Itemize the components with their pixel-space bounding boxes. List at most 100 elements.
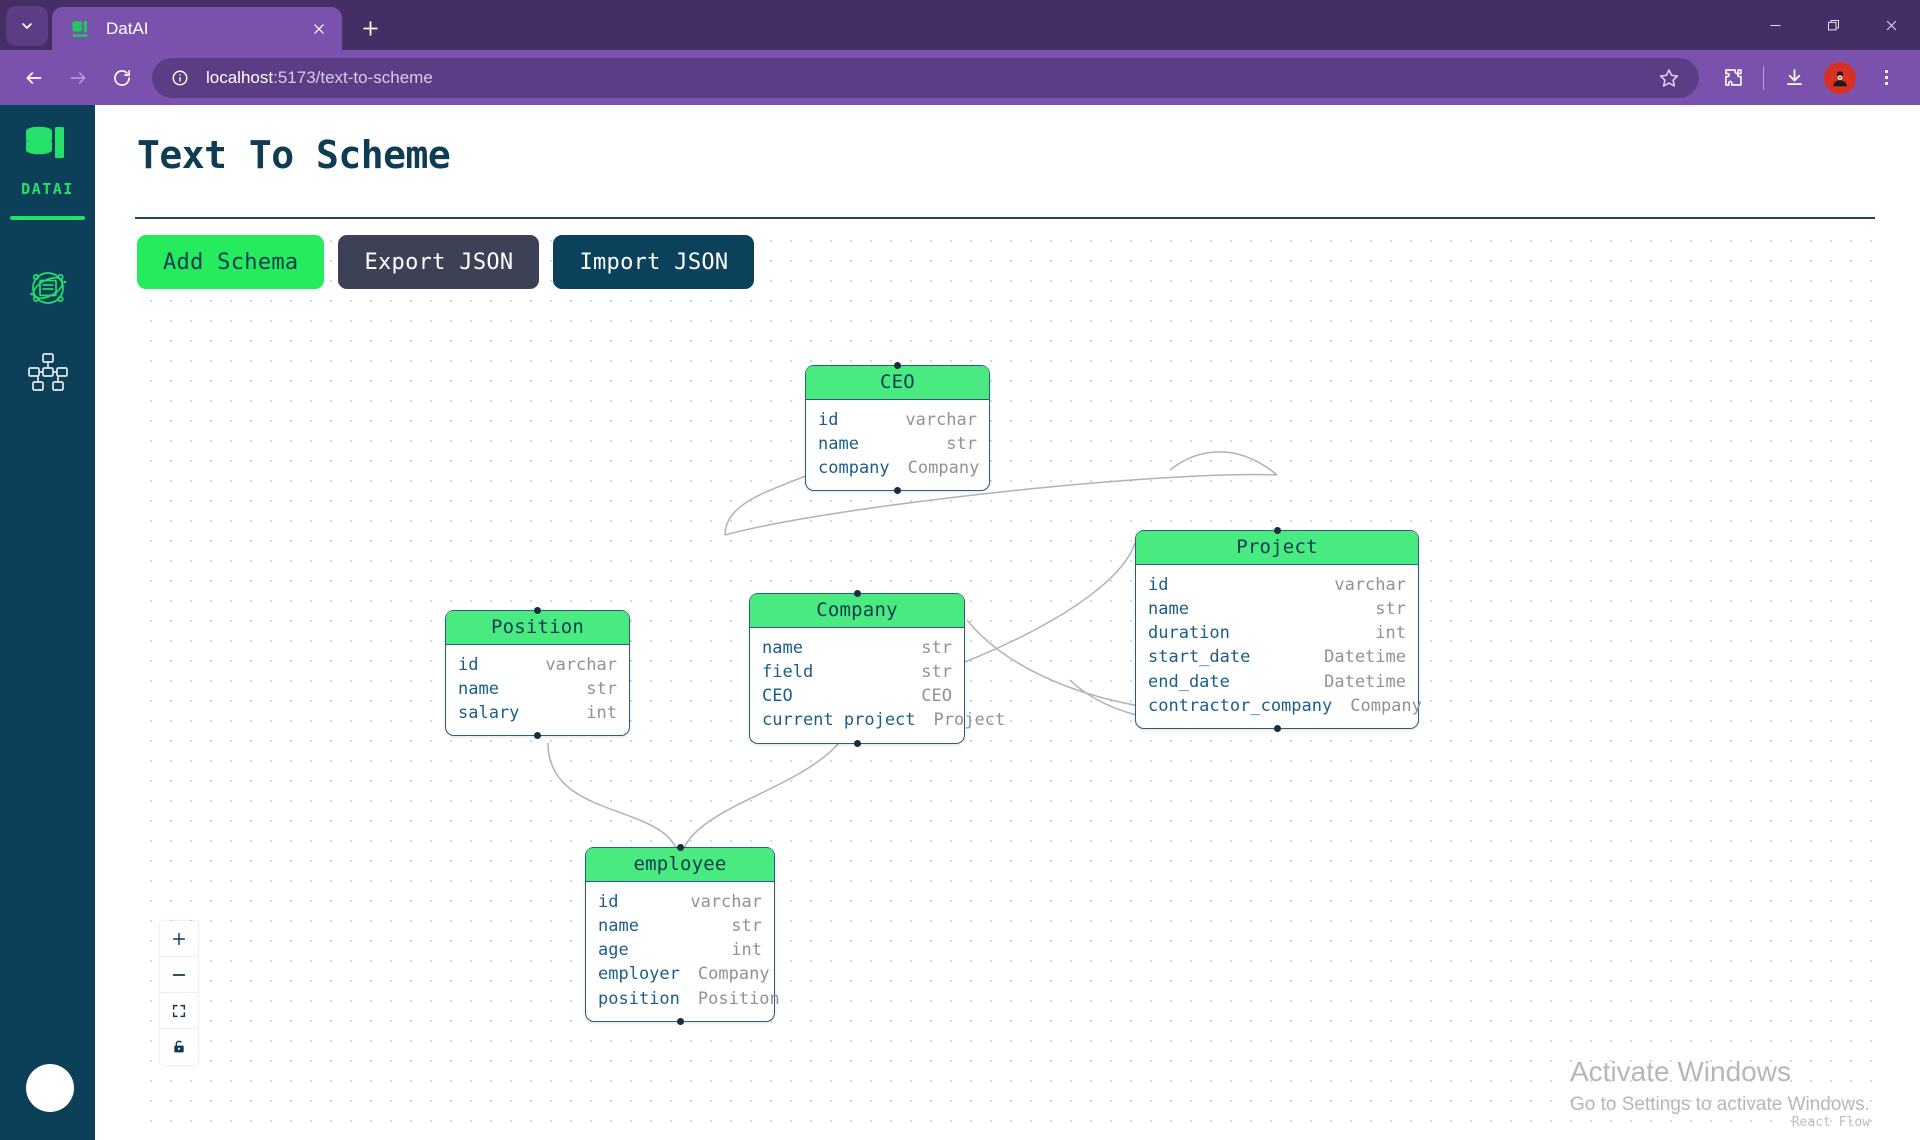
address-bar-url: localhost:5173/text-to-scheme <box>206 68 433 88</box>
title-divider <box>135 217 1875 219</box>
schema-field-name: id <box>1148 575 1169 595</box>
new-tab-button[interactable] <box>350 8 390 48</box>
sidebar-item-schema-tree[interactable] <box>20 346 76 402</box>
window-close-icon[interactable] <box>1862 0 1920 50</box>
puzzle-piece-icon[interactable] <box>1713 58 1753 98</box>
info-circle-icon[interactable] <box>168 66 192 90</box>
back-arrow-icon[interactable] <box>14 58 54 98</box>
node-handle-top[interactable] <box>894 362 901 369</box>
restore-icon[interactable] <box>1804 0 1862 50</box>
schema-field-type: Position <box>697 988 780 1009</box>
page-title: Text To Scheme <box>137 133 451 177</box>
database-ai-logo-icon <box>22 125 74 176</box>
toolbar-divider <box>1763 65 1764 90</box>
schema-field-type: Company <box>1350 695 1422 716</box>
zoom-out-button[interactable] <box>160 957 198 993</box>
datai-logo-icon <box>70 18 92 40</box>
schema-field-type: int <box>731 940 762 961</box>
app-sidebar: DATAI <box>0 105 95 1140</box>
export-json-button[interactable]: Export JSON <box>338 235 540 289</box>
edge-layer <box>547 429 1283 866</box>
schema-field-name: id <box>818 410 839 430</box>
schema-field-name: field <box>762 662 814 683</box>
schema-field-name: employer <box>598 964 680 985</box>
sidebar-item-data-network[interactable] <box>20 262 76 318</box>
fit-view-button[interactable] <box>160 993 198 1029</box>
node-handle-top[interactable] <box>853 590 861 597</box>
node-handle-top[interactable] <box>676 844 684 851</box>
browser-toolbar: localhost:5173/text-to-scheme <box>0 50 1920 105</box>
schema-field-type: int <box>586 703 617 724</box>
download-icon[interactable] <box>1774 58 1814 98</box>
schema-field-name: name <box>762 638 803 658</box>
lock-button[interactable] <box>160 1029 198 1065</box>
react-flow-controls <box>160 921 198 1065</box>
schema-field-name: id <box>598 892 619 912</box>
schema-field-name: name <box>818 434 859 455</box>
app-logo[interactable]: DATAI <box>21 125 74 198</box>
schema-field-type: str <box>946 434 977 455</box>
node-handle-bottom[interactable] <box>894 487 901 495</box>
node-handle-bottom[interactable] <box>1273 724 1281 732</box>
application-root: DATAI <box>0 105 1920 1140</box>
schema-field-type: str <box>921 638 952 658</box>
node-handle-bottom[interactable] <box>534 732 541 740</box>
node-handle-top[interactable] <box>534 607 541 614</box>
star-icon[interactable] <box>1655 64 1683 92</box>
node-handle-bottom[interactable] <box>676 1017 684 1025</box>
url-path: :5173/text-to-scheme <box>273 67 433 87</box>
tab-close-icon[interactable] <box>306 16 332 42</box>
three-dots-menu-icon[interactable] <box>1866 58 1906 98</box>
node-handle-bottom[interactable] <box>853 739 861 747</box>
profile-avatar-icon[interactable] <box>1824 61 1856 94</box>
user-avatar-icon[interactable] <box>26 1064 74 1112</box>
reload-icon[interactable] <box>102 58 142 98</box>
sidebar-divider <box>10 216 85 220</box>
zoom-in-button[interactable] <box>160 921 198 957</box>
schema-field-type: str <box>731 916 762 937</box>
schema-node-title: Company <box>750 594 964 628</box>
app-logo-text: DATAI <box>21 180 74 198</box>
schema-field-type: varchar <box>690 892 762 912</box>
tab-title: DatAI <box>106 18 149 38</box>
minimize-icon[interactable] <box>1746 0 1804 50</box>
schema-field-type: str <box>1375 599 1406 620</box>
import-json-button[interactable]: Import JSON <box>553 235 755 289</box>
tab-strip: DatAI <box>0 0 1920 50</box>
schema-field-type: Company <box>907 458 980 479</box>
address-bar[interactable]: localhost:5173/text-to-scheme <box>152 57 1699 98</box>
tab-search-chevron-down-icon[interactable] <box>6 6 48 46</box>
schema-node-title: Project <box>1136 531 1418 565</box>
schema-field-row: position Position <box>598 987 780 1011</box>
add-schema-button[interactable]: Add Schema <box>137 235 325 289</box>
schema-field-row: name str <box>1148 597 1406 621</box>
browser-tab[interactable]: DatAI <box>52 7 342 50</box>
schema-field-name: company <box>818 458 890 479</box>
schema-field-name: name <box>1148 599 1189 620</box>
node-handle-top[interactable] <box>1273 527 1281 534</box>
forward-arrow-icon[interactable] <box>58 58 98 98</box>
react-flow-attribution[interactable]: React Flow <box>1791 1115 1870 1130</box>
schema-field-name: age <box>598 940 629 961</box>
schema-field-name: position <box>598 988 680 1009</box>
